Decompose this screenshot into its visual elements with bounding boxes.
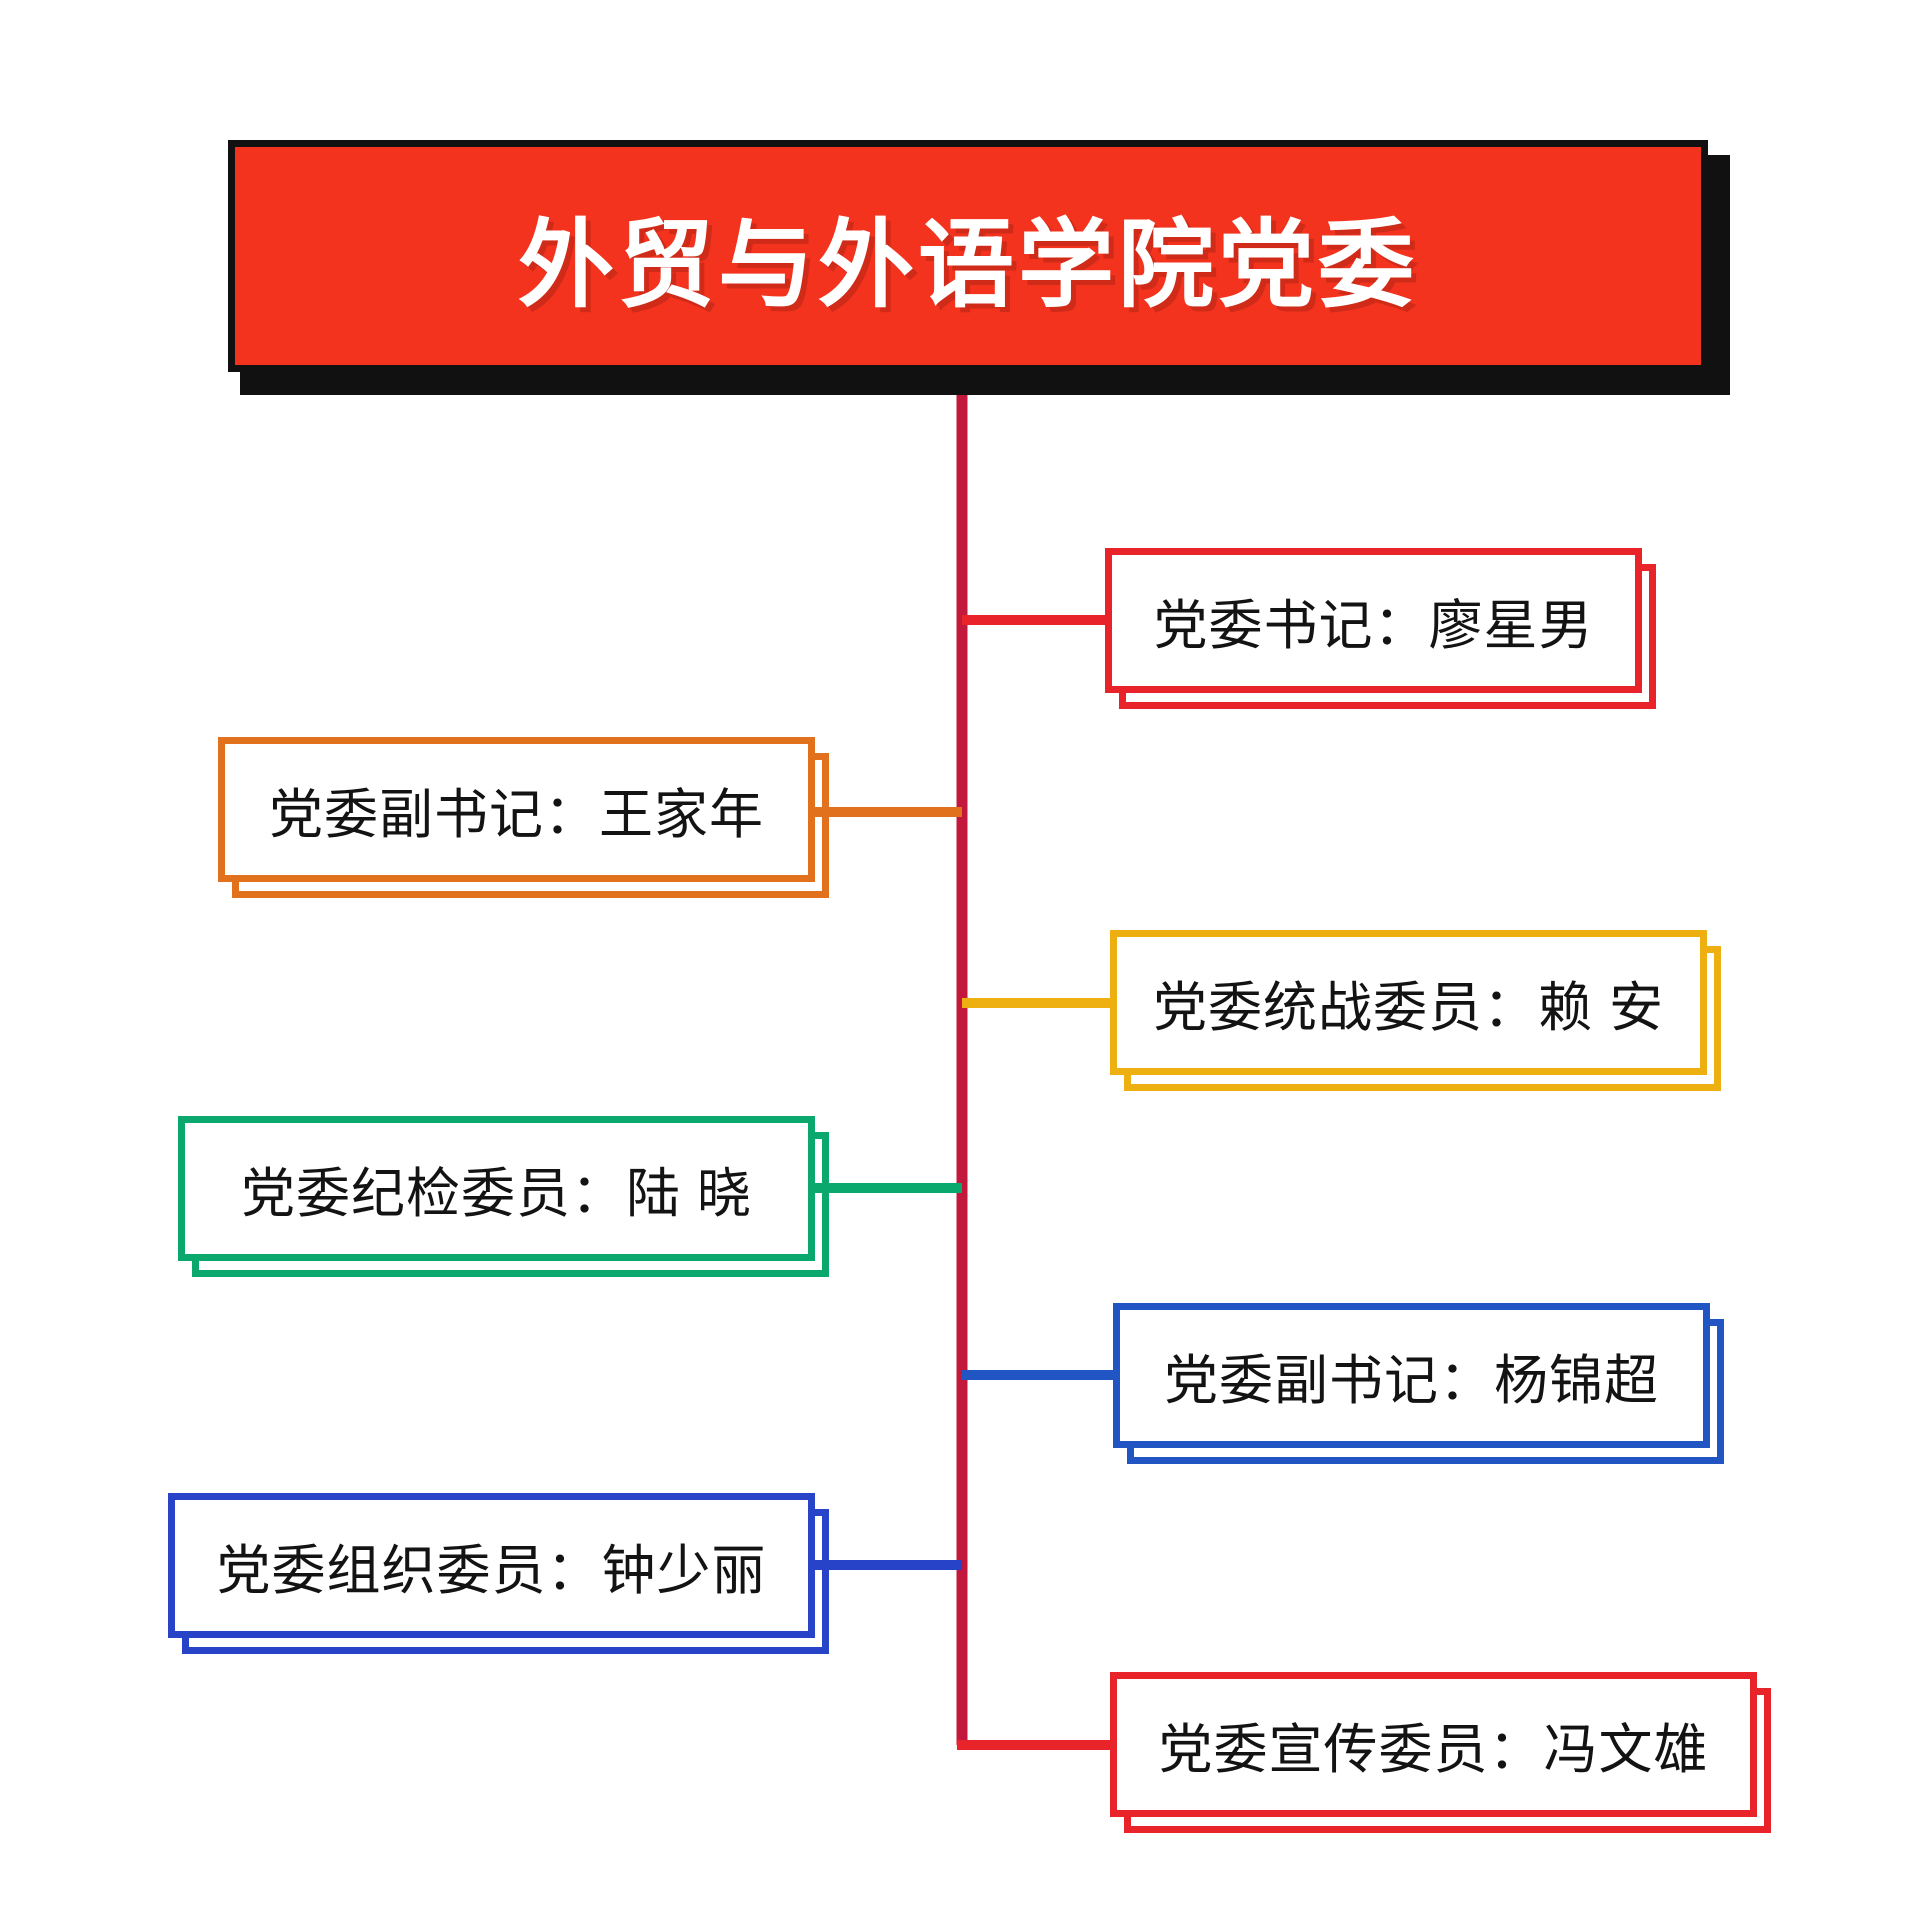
- node-label: 党委纪检委员：陆 晓: [240, 1164, 752, 1224]
- node-deputy-secretary-yang[interactable]: 党委副书记：杨锦超: [1113, 1303, 1724, 1464]
- node-label: 党委统战委员：赖 安: [1152, 978, 1664, 1038]
- node-frame: 党委副书记：杨锦超: [1113, 1303, 1710, 1448]
- node-frame: 党委宣传委员：冯文雄: [1110, 1672, 1757, 1817]
- node-label: 党委副书记：王家年: [269, 785, 764, 845]
- page-title: 外贸与外语学院党委: [518, 211, 1418, 319]
- node-label: 党委组织委员：钟少丽: [216, 1541, 767, 1601]
- node-frame: 党委组织委员：钟少丽: [168, 1493, 815, 1638]
- node-publicity-member[interactable]: 党委宣传委员：冯文雄: [1110, 1672, 1771, 1833]
- node-label: 党委书记：廖星男: [1153, 596, 1594, 656]
- node-united-front-member[interactable]: 党委统战委员：赖 安: [1110, 930, 1721, 1091]
- node-frame: 党委副书记：王家年: [218, 737, 815, 882]
- node-frame: 党委纪检委员：陆 晓: [178, 1116, 815, 1261]
- node-label: 党委宣传委员：冯文雄: [1158, 1720, 1709, 1780]
- node-label: 党委副书记：杨锦超: [1164, 1351, 1659, 1411]
- node-discipline-member[interactable]: 党委纪检委员：陆 晓: [178, 1116, 829, 1277]
- node-frame: 党委书记：廖星男: [1105, 548, 1642, 693]
- node-frame: 党委统战委员：赖 安: [1110, 930, 1707, 1075]
- node-organization-member[interactable]: 党委组织委员：钟少丽: [168, 1493, 829, 1654]
- node-deputy-secretary-wang[interactable]: 党委副书记：王家年: [218, 737, 829, 898]
- node-party-secretary[interactable]: 党委书记：廖星男: [1105, 548, 1656, 709]
- org-title-box: 外贸与外语学院党委: [228, 140, 1708, 372]
